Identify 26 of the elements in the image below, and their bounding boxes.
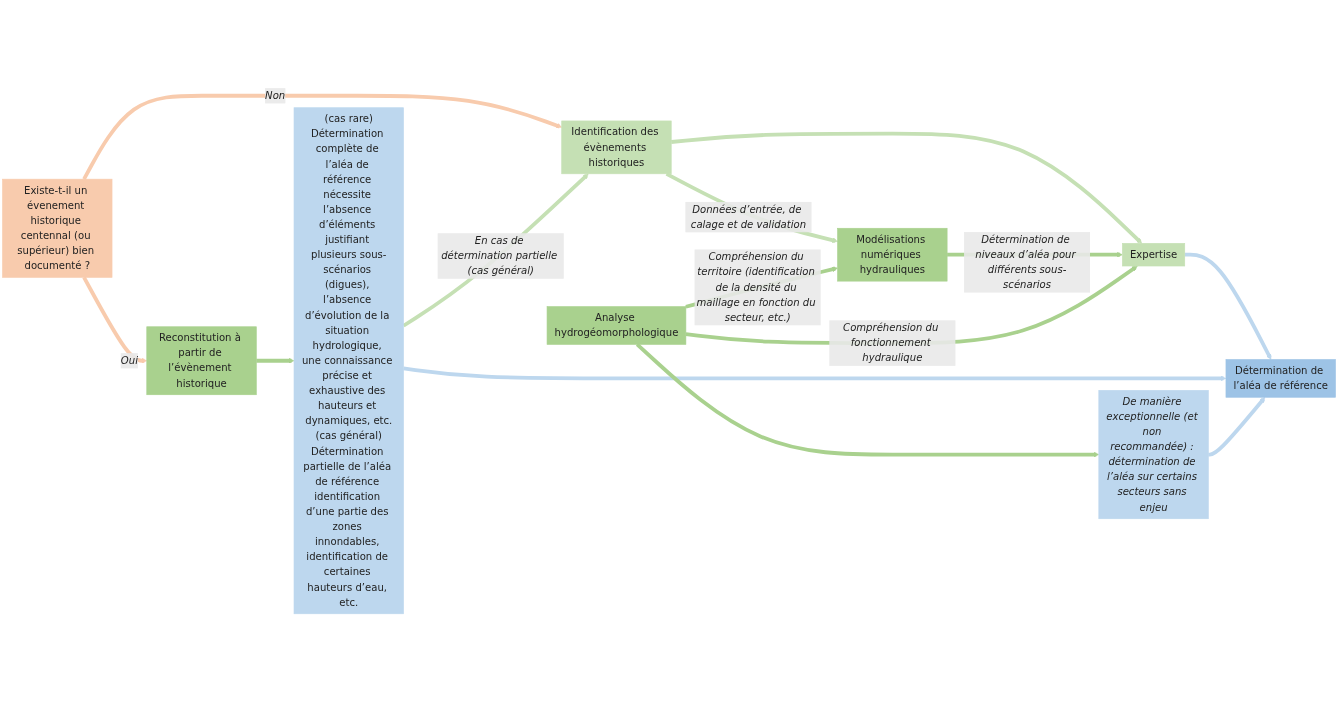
arrow [635, 343, 1100, 458]
edge-label: En cas de détermination partielle (cas général) [441, 234, 558, 277]
node-box: Existe-t-il un évenement historique centennal (ou supérieur) bien documenté ? [2, 178, 113, 278]
edge-label: Non [265, 89, 286, 102]
arrow [82, 276, 148, 364]
node-box: Analyse hydrogéomorphologique [546, 306, 687, 345]
arrow [665, 172, 838, 243]
edge-label: Compréhension du territoire (identification de la densité du maillage en fonction du secteur, etc.) [696, 250, 816, 324]
arrow [671, 131, 1142, 244]
edge-label: Données d’entrée, de calage et de validation [690, 203, 807, 231]
arrow [1184, 252, 1272, 360]
node-box: Modélisations numériques hydrauliques [837, 227, 948, 282]
node-box: De manière exceptionnelle (et non recommandée) : détermination de l’aléa sur certains secteurs sans enjeu [1098, 390, 1209, 520]
node-box: Expertise [1122, 243, 1186, 267]
node-box: Détermination de l’aléa de référence [1225, 359, 1336, 398]
node-box: Reconstitution à partir de l’évènement historique [146, 326, 257, 396]
arrow [256, 358, 295, 364]
arrow [1207, 397, 1266, 457]
edge-label: Compréhension du fonctionnement hydraulique [843, 321, 939, 364]
arrow [82, 93, 562, 181]
edge-label: Détermination de niveaux d’aléa pour différents sous-scénarios [975, 233, 1076, 291]
arrow [403, 366, 1227, 382]
node-box: (cas rare) Détermination complète de l’aléa de référence nécessite l’absence d’éléments justifiant plusieurs sous-scénarios (digues), l’absence d’évolution de la situation hydrologique, une connaissance précise et exhaustive des hauteurs et dynamiques, etc. (cas général) Détermination partielle de l’aléa de référence identification d’une partie des zones innondables, identification de certaines hauteurs d’eau, etc. [293, 107, 404, 615]
edge-label: Oui [120, 354, 138, 367]
arrow [402, 173, 589, 328]
node-box: Identification des évènements historiques [561, 120, 672, 175]
